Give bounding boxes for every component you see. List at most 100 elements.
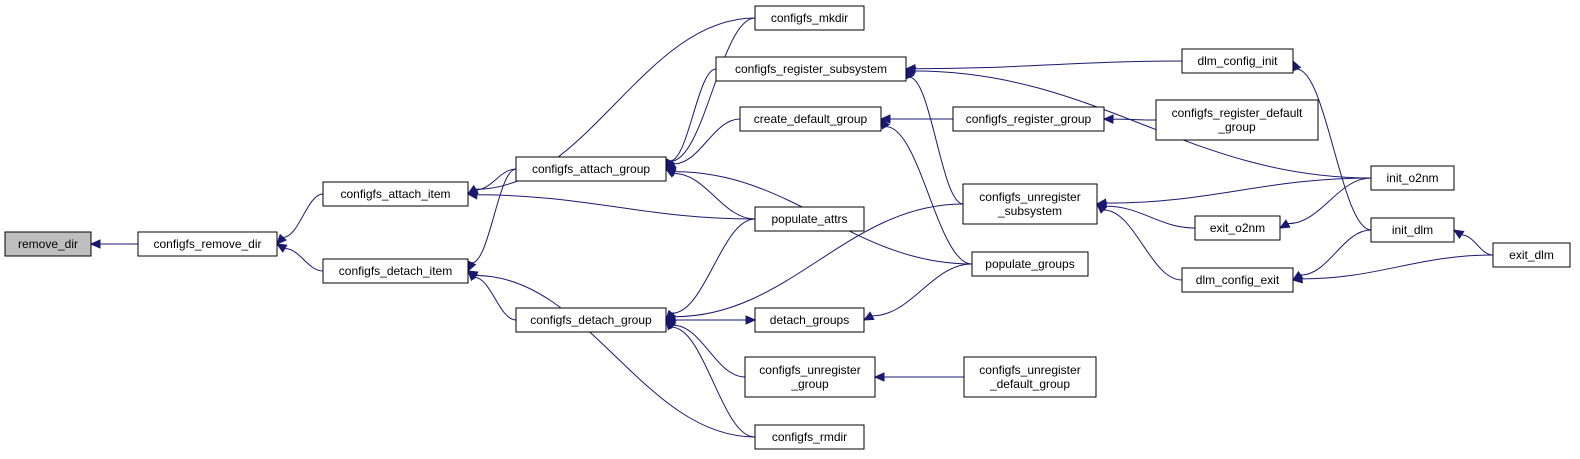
- node-box: [322, 181, 469, 207]
- edge-arrowhead: [879, 114, 891, 124]
- node-init-dlm[interactable]: init_dlm: [1370, 217, 1455, 243]
- edge-arrowhead: [89, 239, 101, 249]
- edge-line: [673, 118, 741, 165]
- edge-arrowhead: [745, 315, 757, 325]
- node-box: [754, 424, 865, 450]
- edge-line: [475, 168, 517, 191]
- edge-configfs_detach_group-to-configfs_detach_item: [467, 270, 517, 321]
- edge-arrowhead: [904, 66, 917, 76]
- node-dlm-config-exit[interactable]: dlm_config_exit: [1181, 267, 1294, 293]
- edge-init_dlm-to-dlm_config_exit: [1291, 229, 1372, 281]
- node-box: [515, 156, 667, 182]
- edge-init_o2nm-to-configfs_unregister_subsystem: [1095, 177, 1372, 208]
- edge-arrowhead: [873, 372, 885, 382]
- edge-line: [282, 193, 324, 238]
- edge-init_o2nm-to-configfs_register_subsystem: [904, 66, 1372, 179]
- edge-configfs_register_default_group-to-configfs_register_group: [1102, 114, 1157, 124]
- edge-arrowhead: [665, 319, 676, 331]
- edge-line: [909, 76, 964, 205]
- node-configfs-unregister-subsystem[interactable]: configfs_unregister_subsystem: [962, 183, 1098, 225]
- edge-populate_attrs-to-configfs_attach_group: [664, 168, 756, 220]
- node-create-default-group[interactable]: create_default_group: [739, 106, 882, 132]
- edge-configfs_remove_dir-to-remove_dir: [89, 239, 138, 249]
- edge-line: [474, 276, 517, 321]
- node-configfs-detach-group[interactable]: configfs_detach_group: [515, 307, 667, 333]
- node-box: [754, 307, 865, 333]
- edge-line: [475, 275, 756, 438]
- edge-configfs_attach_item-to-configfs_remove_dir: [276, 193, 324, 245]
- node-configfs-mkdir[interactable]: configfs_mkdir: [754, 5, 865, 31]
- edge-exit_o2nm-to-configfs_unregister_subsystem: [1095, 201, 1196, 229]
- edge-exit_dlm-to-dlm_config_exit: [1291, 254, 1494, 284]
- node-populate-groups[interactable]: populate_groups: [971, 251, 1089, 277]
- edge-line: [1300, 229, 1372, 276]
- edge-line: [1112, 118, 1157, 121]
- node-init-o2nm[interactable]: init_o2nm: [1370, 165, 1455, 191]
- edge-line: [1461, 234, 1494, 256]
- node-configfs-attach-group[interactable]: configfs_attach_group: [515, 156, 667, 182]
- node-dlm-config-init[interactable]: dlm_config_init: [1181, 48, 1294, 74]
- edge-configfs_detach_item-to-configfs_remove_dir: [275, 243, 324, 272]
- node-configfs-detach-item[interactable]: configfs_detach_item: [322, 258, 469, 284]
- edge-line: [669, 68, 717, 162]
- node-label: init_o2nm: [1386, 171, 1438, 185]
- edge-line: [671, 326, 756, 438]
- node-configfs-rmdir[interactable]: configfs_rmdir: [754, 424, 865, 450]
- node-remove-dir[interactable]: remove_dir: [4, 231, 92, 257]
- edge-line: [670, 17, 756, 162]
- node-label: dlm_config_init: [1197, 54, 1278, 68]
- edge-line: [674, 203, 964, 318]
- node-configfs-register-group[interactable]: configfs_register_group: [952, 106, 1105, 132]
- node-label: configfs_unregister: [979, 363, 1080, 377]
- node-detach-groups[interactable]: detach_groups: [754, 307, 865, 333]
- edge-configfs_rmdir-to-configfs_detach_group: [665, 319, 756, 438]
- edge-line: [673, 172, 756, 220]
- edge-line: [1296, 68, 1372, 231]
- node-configfs-register-default-group[interactable]: configfs_register_default_group: [1155, 99, 1319, 141]
- edge-line: [671, 218, 756, 314]
- node-box: [1181, 267, 1294, 293]
- node-label: create_default_group: [754, 112, 868, 126]
- node-label: detach_groups: [770, 313, 849, 327]
- node-configfs-unregister-group[interactable]: configfs_unregister_group: [744, 356, 876, 398]
- node-configfs-register-subsystem[interactable]: configfs_register_subsystem: [715, 56, 907, 82]
- node-label: configfs_register_subsystem: [735, 62, 887, 76]
- node-box: [322, 258, 469, 284]
- edge-arrowhead: [1278, 219, 1291, 229]
- node-configfs-remove-dir[interactable]: configfs_remove_dir: [137, 231, 278, 257]
- edge-line: [471, 168, 517, 264]
- node-box: [515, 307, 667, 333]
- node-box: [1181, 48, 1294, 74]
- node-exit-dlm[interactable]: exit_dlm: [1492, 242, 1571, 268]
- node-configfs-unregister-default-group[interactable]: configfs_unregister_default_group: [963, 356, 1097, 398]
- node-label: configfs_register_default: [1172, 106, 1303, 120]
- node-box: [962, 183, 1098, 225]
- edge-dlm_config_init-to-configfs_register_subsystem: [904, 60, 1183, 74]
- node-exit-o2nm[interactable]: exit_o2nm: [1194, 215, 1281, 241]
- edge-configfs_rmdir-to-configfs_detach_item: [466, 270, 756, 438]
- node-label: configfs_attach_item: [340, 187, 450, 201]
- edge-line: [284, 248, 324, 272]
- edge-line: [885, 126, 973, 265]
- node-label: init_dlm: [1392, 223, 1433, 237]
- node-label: _group: [790, 377, 829, 391]
- edge-exit_dlm-to-init_dlm: [1452, 229, 1494, 256]
- node-configfs-attach-item[interactable]: configfs_attach_item: [322, 181, 469, 207]
- node-box: [715, 56, 907, 82]
- node-box: [137, 231, 278, 257]
- node-box: [1155, 99, 1319, 141]
- edge-arrowhead: [1102, 114, 1114, 124]
- node-box: [1370, 165, 1455, 191]
- node-label: configfs_mkdir: [771, 11, 848, 25]
- node-populate-attrs[interactable]: populate_attrs: [754, 206, 865, 232]
- edge-configfs_unregister_subsystem-to-configfs_register_subsystem: [905, 67, 964, 205]
- edge-configfs_unregister_default_group-to-configfs_unregister_group: [873, 372, 964, 382]
- node-box: [754, 206, 865, 232]
- node-box: [1492, 242, 1571, 268]
- node-box: [744, 356, 876, 398]
- node-label: remove_dir: [18, 237, 78, 251]
- edge-configfs_mkdir-to-configfs_attach_group: [665, 17, 756, 171]
- edge-arrowhead: [880, 117, 891, 130]
- node-label: configfs_remove_dir: [153, 237, 261, 251]
